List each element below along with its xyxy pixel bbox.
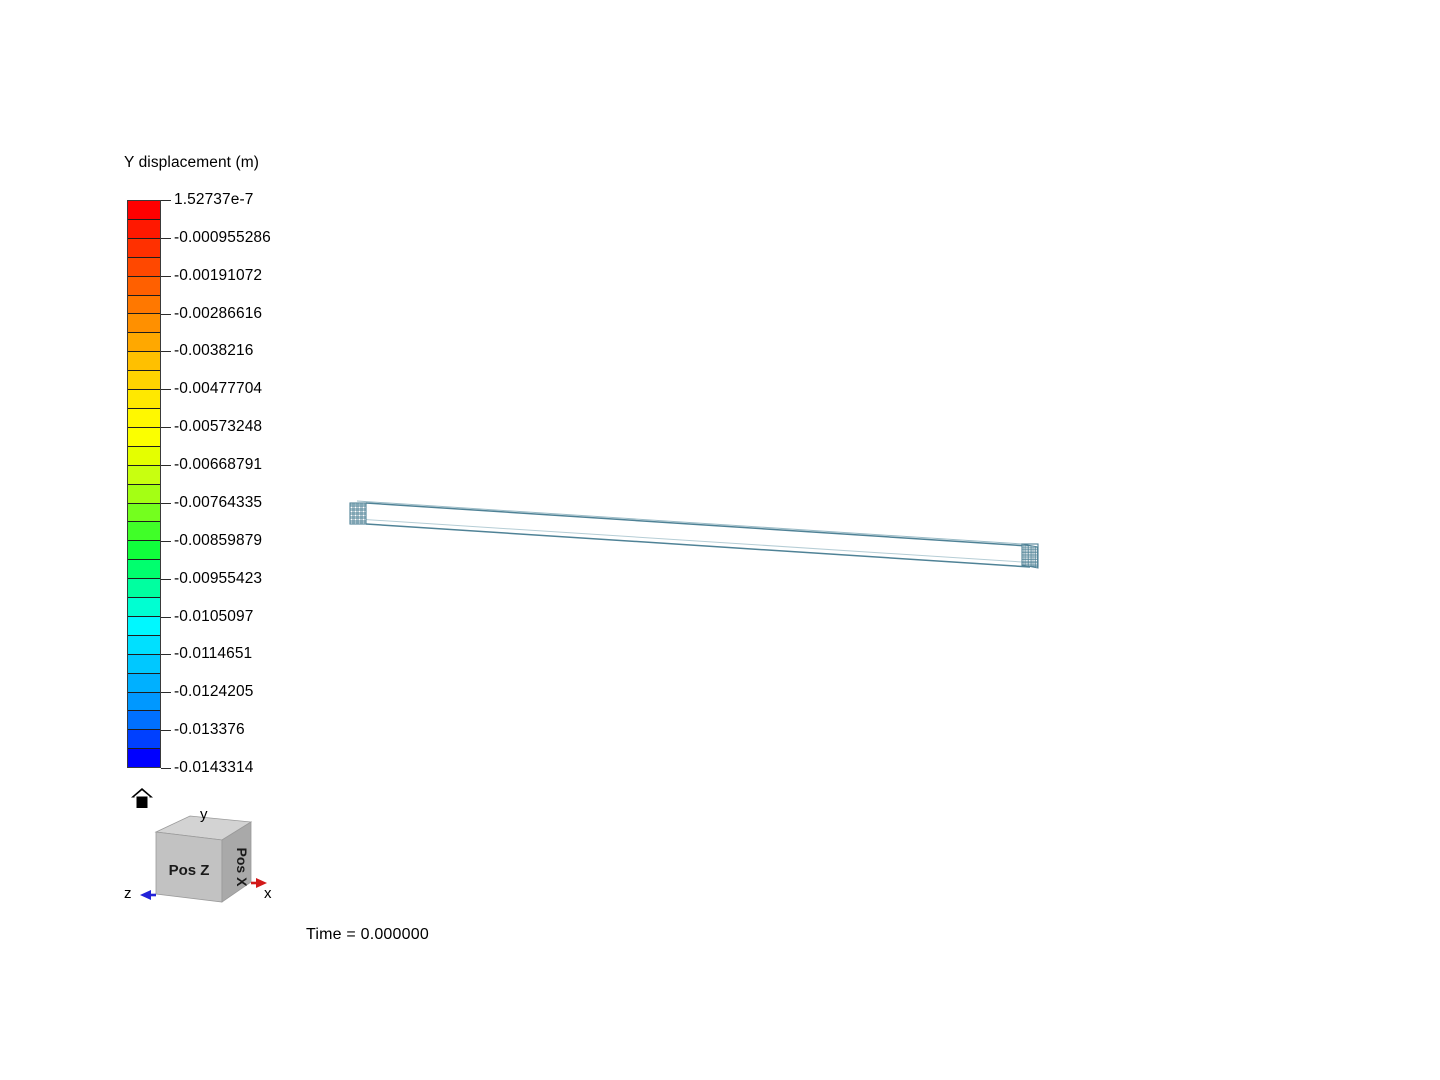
axis-label-z: z [124, 885, 132, 902]
color-band [128, 295, 160, 315]
scalar-bar-tick [161, 540, 171, 542]
scalar-bar-tick-label: -0.00955423 [174, 569, 263, 587]
time-annotation: Time = 0.000000 [306, 926, 429, 943]
scalar-bar-tick [161, 578, 171, 580]
scalar-bar-tick-label: -0.0105097 [174, 607, 254, 625]
home-icon[interactable] [130, 786, 154, 810]
scalar-bar-legend[interactable]: Y displacement (m) 1.52737e-7 -0.00095528… [124, 154, 444, 784]
color-band [128, 654, 160, 674]
scalar-bar-tick [161, 502, 171, 504]
color-band [128, 560, 160, 580]
color-band [128, 692, 160, 712]
color-band [128, 598, 160, 617]
scalar-bar-tick-label: -0.0143314 [174, 759, 254, 776]
scalar-bar-tick-label: -0.00191072 [174, 266, 263, 284]
scalar-bar-tick [161, 389, 171, 391]
color-band [128, 238, 160, 258]
orientation-axes-widget[interactable]: Pos Z Pos X y z x [118, 782, 298, 917]
scalar-bar-tick-label: 1.52737e-7 [174, 191, 254, 208]
scalar-bar-tick [161, 654, 171, 656]
color-band [128, 408, 160, 428]
scalar-bar-tick [161, 351, 171, 353]
axis-label-y: y [200, 806, 208, 823]
axis-arrow-z [140, 890, 156, 900]
scalar-bar-tick [161, 313, 171, 315]
color-band [128, 465, 160, 485]
scalar-bar-tick-label: -0.0124205 [174, 683, 254, 701]
color-band [128, 484, 160, 504]
color-band [128, 371, 160, 391]
scalar-bar-tick [161, 465, 171, 467]
scalar-bar-tick [161, 200, 171, 201]
scalar-bar-tick [161, 692, 171, 694]
color-band [128, 503, 160, 523]
free-end-mesh [1021, 543, 1039, 569]
color-band [128, 522, 160, 542]
orientation-cube[interactable]: Pos Z Pos X [118, 782, 298, 917]
color-band [128, 635, 160, 655]
scalar-bar-tick-label: -0.0038216 [174, 342, 254, 360]
color-band [128, 276, 160, 296]
color-band [128, 749, 160, 768]
scalar-bar-tick-label: -0.00573248 [174, 418, 263, 436]
scalar-bar-tick-label: -0.000955286 [174, 228, 271, 246]
color-band [128, 616, 160, 636]
scalar-bar-body[interactable]: 1.52737e-7 -0.000955286 -0.00191072 -0.0028… [127, 191, 271, 776]
scalar-bar-tick [161, 768, 171, 769]
beam-body [356, 500, 1031, 568]
color-band [128, 446, 160, 466]
scalar-bar-tick-label: -0.00764335 [174, 493, 263, 511]
color-band [128, 390, 160, 409]
color-band [128, 333, 160, 353]
color-band [128, 579, 160, 599]
cube-face-label-pos-x: Pos X [234, 848, 250, 888]
scalar-bar-tick-label: -0.00859879 [174, 531, 263, 549]
scalar-bar-tick-label: -0.00286616 [174, 304, 263, 322]
color-band [128, 427, 160, 447]
scalar-bar-tick [161, 427, 171, 429]
color-band [128, 201, 160, 220]
scalar-bar-tick-label: -0.013376 [174, 721, 245, 739]
scalar-bar-tick-label: -0.0114651 [174, 645, 253, 663]
color-band [128, 673, 160, 693]
color-band [128, 219, 160, 239]
scalar-bar-tick [161, 237, 171, 239]
scalar-bar-tick [161, 616, 171, 618]
color-band [128, 314, 160, 334]
color-band [128, 730, 160, 750]
scalar-bar-tick-label: -0.00668791 [174, 456, 263, 474]
scalar-bar-tick [161, 275, 171, 277]
scalar-bar-title: Y displacement (m) [124, 154, 260, 171]
color-band [128, 711, 160, 731]
scalar-bar-tick-label: -0.00477704 [174, 380, 263, 398]
scalar-bar-tick [161, 730, 171, 732]
color-band [128, 541, 160, 561]
color-band [128, 352, 160, 372]
color-band [128, 257, 160, 277]
axis-label-x: x [264, 885, 272, 902]
axis-arrow-x [251, 878, 267, 888]
color-gradient-bar[interactable] [127, 200, 161, 768]
cube-face-label-pos-z: Pos Z [169, 862, 210, 879]
